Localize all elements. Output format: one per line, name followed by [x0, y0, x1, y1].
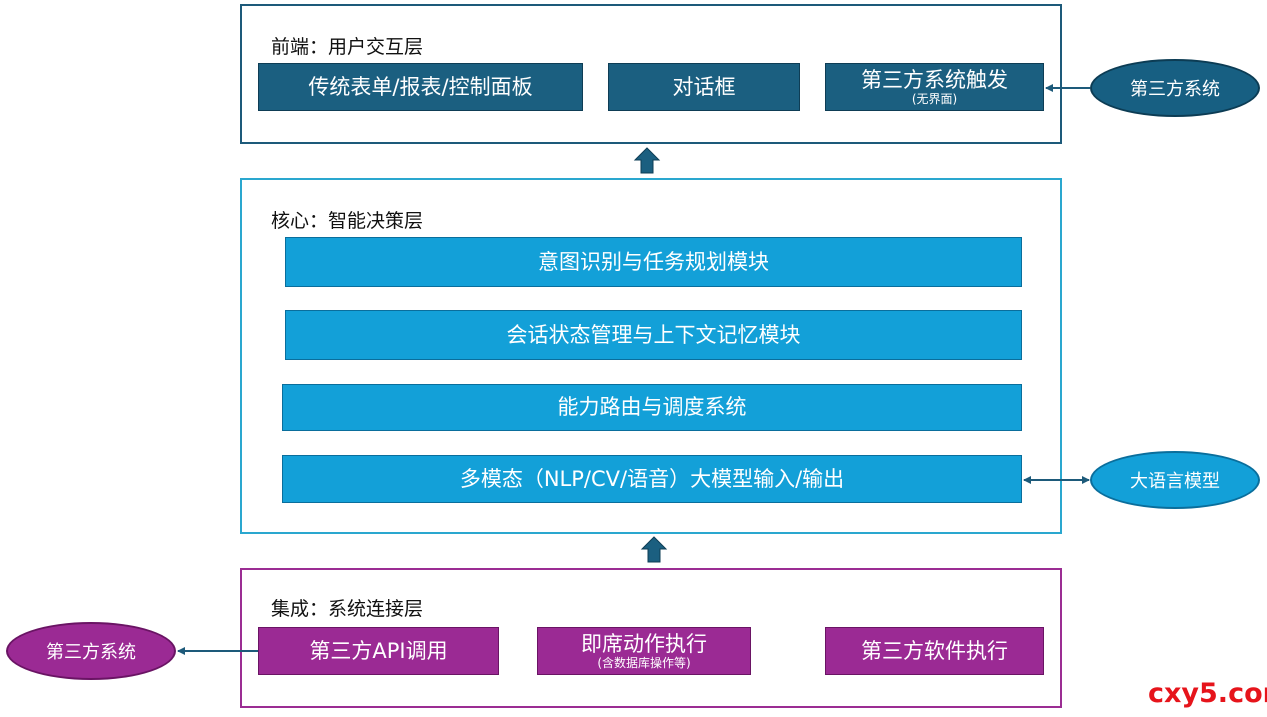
- third-party-api-box: 第三方API调用: [258, 627, 499, 675]
- external-third-party-system-top: 第三方系统: [1090, 59, 1260, 117]
- traditional-form-label: 传统表单/报表/控制面板: [308, 74, 533, 99]
- multimodal-io-box: 多模态（NLP/CV/语音）大模型输入/输出: [282, 455, 1022, 503]
- multimodal-io-label: 多模态（NLP/CV/语音）大模型输入/输出: [459, 466, 845, 491]
- third-party-trigger-sublabel: (无界面): [911, 91, 958, 106]
- up-arrow-integration-to-core: [640, 536, 668, 563]
- third-party-software-label: 第三方软件执行: [861, 638, 1008, 663]
- intent-recognition-label: 意图识别与任务规划模块: [538, 249, 769, 274]
- integration-layer-title: 集成：系统连接层: [271, 598, 424, 620]
- capability-routing-label: 能力路由与调度系统: [557, 395, 747, 420]
- adhoc-action-box: 即席动作执行 (含数据库操作等): [537, 627, 751, 675]
- up-arrow-core-to-front: [633, 147, 661, 174]
- third-party-software-box: 第三方软件执行: [825, 627, 1044, 675]
- dialog-label: 对话框: [672, 74, 736, 99]
- third-party-trigger-label: 第三方系统触发: [861, 67, 1008, 92]
- adhoc-action-sublabel: (含数据库操作等): [597, 655, 691, 670]
- traditional-form-box: 传统表单/报表/控制面板: [258, 63, 583, 111]
- external-third-party-system-bottom: 第三方系统: [6, 622, 176, 680]
- dialog-box: 对话框: [608, 63, 800, 111]
- intent-recognition-box: 意图识别与任务规划模块: [285, 237, 1022, 287]
- session-state-box: 会话状态管理与上下文记忆模块: [285, 310, 1022, 360]
- adhoc-action-label: 即席动作执行: [581, 631, 707, 656]
- third-party-api-label: 第三方API调用: [309, 638, 448, 663]
- external-llm: 大语言模型: [1090, 451, 1260, 509]
- core-layer-title: 核心：智能决策层: [271, 210, 424, 232]
- third-party-trigger-box: 第三方系统触发 (无界面): [825, 63, 1044, 111]
- session-state-label: 会话状态管理与上下文记忆模块: [506, 322, 801, 347]
- capability-routing-box: 能力路由与调度系统: [282, 384, 1022, 431]
- site-watermark: cxy5.com: [1148, 678, 1267, 709]
- frontend-layer-title: 前端：用户交互层: [271, 36, 424, 58]
